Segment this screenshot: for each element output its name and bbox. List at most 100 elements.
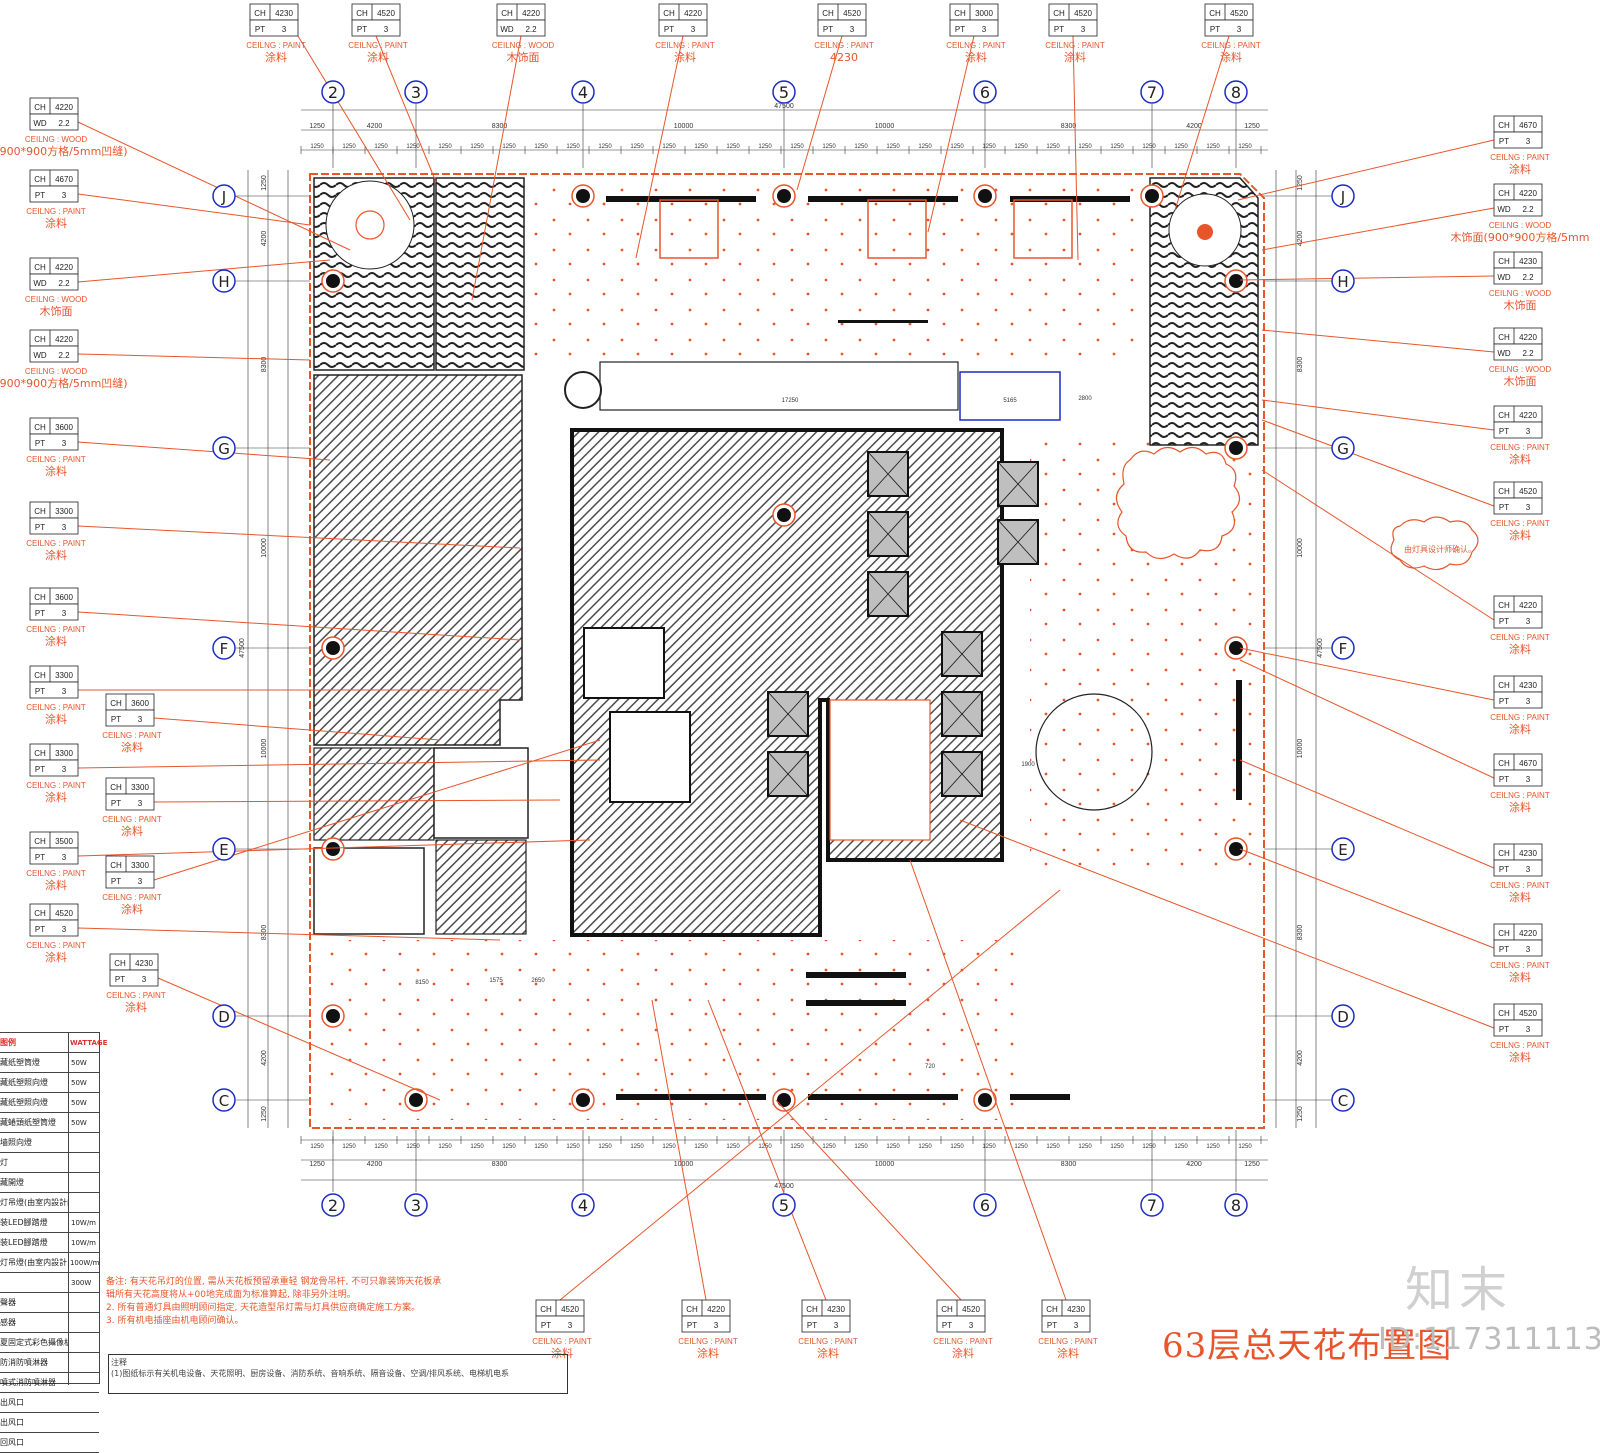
tag-material: 涂料 — [1064, 50, 1086, 64]
tag-code: PT — [1499, 865, 1509, 874]
tag-code-value: 3 — [568, 1321, 573, 1330]
tag-code: PT — [1499, 775, 1509, 784]
tag-code-value: 3 — [834, 1321, 839, 1330]
dimension-text: 2650 — [531, 978, 545, 984]
tag-material: 涂料 — [121, 740, 143, 754]
tag-type: CEILNG : WOOD — [492, 41, 554, 50]
tag-material: 涂料 — [45, 634, 67, 648]
tag-ch-value: 4520 — [55, 909, 73, 918]
tag-type: CEILNG : PAINT — [102, 815, 162, 824]
tag-ch-value: 4230 — [275, 9, 293, 18]
tag-box-bottom — [658, 19, 708, 37]
tag-code-value: 3 — [1526, 427, 1531, 436]
ceiling-plan-drawing: 4750047500125012504200420083008300100001… — [0, 3, 1589, 1360]
tag-code-value: 3 — [62, 439, 67, 448]
tag-leader — [77, 121, 351, 251]
legend-row: 墙照向燈 — [0, 1133, 99, 1153]
tag-type: CEILNG : PAINT — [946, 41, 1006, 50]
tag-code-value: 3 — [62, 925, 67, 934]
tag-code-value: 3 — [1526, 697, 1531, 706]
axis-bubble — [571, 80, 595, 104]
tag-material: 木饰面 — [40, 304, 73, 318]
dimension-text: 1250 — [470, 144, 484, 150]
dimension-text: 1250 — [918, 144, 932, 150]
tag-type: CEILNG : PAINT — [102, 893, 162, 902]
tag-ch-label: CH — [34, 507, 46, 516]
tag-ch-label: CH — [254, 9, 266, 18]
tag-leader — [1174, 35, 1230, 211]
tag-code-value: 2.2 — [58, 119, 70, 128]
tag-box-bottom — [681, 1315, 731, 1333]
tag-box-bottom — [1493, 421, 1543, 439]
tag-code-value: 3 — [1526, 945, 1531, 954]
dimension-text: 4200 — [1297, 1050, 1304, 1066]
axis-bubble — [1331, 1004, 1355, 1028]
dimension-text: 1250 — [374, 144, 388, 150]
tag-leader — [959, 819, 1495, 1029]
axis-label: D — [1337, 1008, 1349, 1026]
tag-leader — [796, 35, 843, 191]
feature-tile-cluster — [867, 199, 927, 259]
dimension-text: 47500 — [774, 1183, 794, 1190]
tag-ch-value: 4220 — [55, 335, 73, 344]
tag-type: CEILNG : PAINT — [26, 703, 86, 712]
tag-code-value: 3 — [142, 975, 147, 984]
tag-code: WD — [33, 119, 47, 128]
pendant-light — [1229, 842, 1243, 856]
tag-ch-value: 4220 — [1519, 189, 1537, 198]
tag-material: 涂料 — [45, 216, 67, 230]
annotation-box: 注释 (1)图纸标示有关机电设备、天花照明、厨房设备、消防系统、音响系统、隔音设… — [108, 1354, 568, 1394]
dimension-text: 1250 — [502, 144, 516, 150]
dimension-text: 4200 — [367, 1161, 383, 1168]
tag-code: PT — [35, 687, 45, 696]
axis-label: H — [1337, 273, 1348, 291]
tag-ch-value: 4670 — [55, 175, 73, 184]
tag-code-value: 2.2 — [1522, 273, 1534, 282]
tag-leader — [77, 525, 521, 549]
tag-leader — [77, 193, 311, 226]
drawing-title: 63层总天花布置图 — [1162, 1326, 1453, 1366]
dimension-text: 1250 — [694, 144, 708, 150]
dimension-text: 1250 — [310, 144, 324, 150]
tag-leader — [1239, 275, 1495, 281]
hatched-zone — [313, 747, 435, 841]
tag-leader — [77, 441, 331, 461]
tag-type: CEILNG : PAINT — [26, 539, 86, 548]
tag-code-value: 3 — [62, 609, 67, 618]
linear-light — [806, 1000, 906, 1006]
tag-ch-value: 4230 — [1067, 1305, 1085, 1314]
tag-box-bottom — [801, 1315, 851, 1333]
tag-code: PT — [115, 975, 125, 984]
tag-material: 涂料 — [125, 1000, 147, 1014]
tag-code-value: 2.2 — [525, 25, 537, 34]
dimension-text: 1250 — [1206, 1144, 1220, 1150]
tag-type: CEILNG : PAINT — [1490, 443, 1550, 452]
tag-ch-value: 4230 — [1519, 849, 1537, 858]
legend-wattage: 100W/m — [69, 1258, 99, 1267]
lift-cross — [941, 691, 983, 737]
legend-wattage: 50W — [71, 1078, 87, 1087]
dimension-text: 1250 — [438, 1144, 452, 1150]
tag-ch-label: CH — [110, 699, 122, 708]
pendant-light — [1229, 274, 1243, 288]
dimension-text: 1250 — [1297, 1106, 1304, 1122]
reception-bar — [599, 361, 959, 411]
tag-leader — [1261, 419, 1495, 507]
dimension-text: 1250 — [726, 144, 740, 150]
legend-row: 夏固定式彩色攝像机 — [0, 1333, 99, 1353]
legend-label: 聲器 — [0, 1298, 16, 1307]
feature-chandelier — [1197, 224, 1213, 240]
legend-row: 感器 — [0, 1313, 99, 1333]
dimension-text: 1250 — [310, 1144, 324, 1150]
tag-ch-label: CH — [686, 1305, 698, 1314]
tag-ch-label: CH — [114, 959, 126, 968]
tag-type: CEILNG : WOOD — [1489, 365, 1551, 374]
